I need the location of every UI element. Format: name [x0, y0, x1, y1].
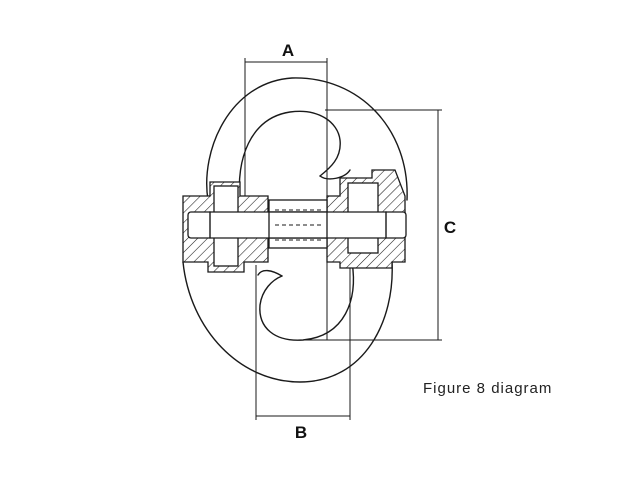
dimension-b: B — [255, 265, 351, 442]
upper-inner-hook — [238, 110, 341, 201]
upper-hook-tip — [319, 169, 351, 180]
dim-a-label: A — [282, 41, 294, 60]
upper-outer-arc — [206, 77, 408, 201]
lower-outer-arc — [182, 261, 393, 383]
dimension-c: C — [300, 109, 456, 341]
dim-c-label: C — [444, 218, 456, 237]
lower-inner-hook — [259, 261, 355, 341]
link-body — [182, 77, 408, 383]
lower-hook-tip — [257, 269, 283, 277]
dimension-a: A — [244, 41, 328, 340]
cross-section — [182, 169, 407, 273]
dim-b-label: B — [295, 423, 307, 442]
figure-caption: Figure 8 diagram — [423, 380, 553, 397]
